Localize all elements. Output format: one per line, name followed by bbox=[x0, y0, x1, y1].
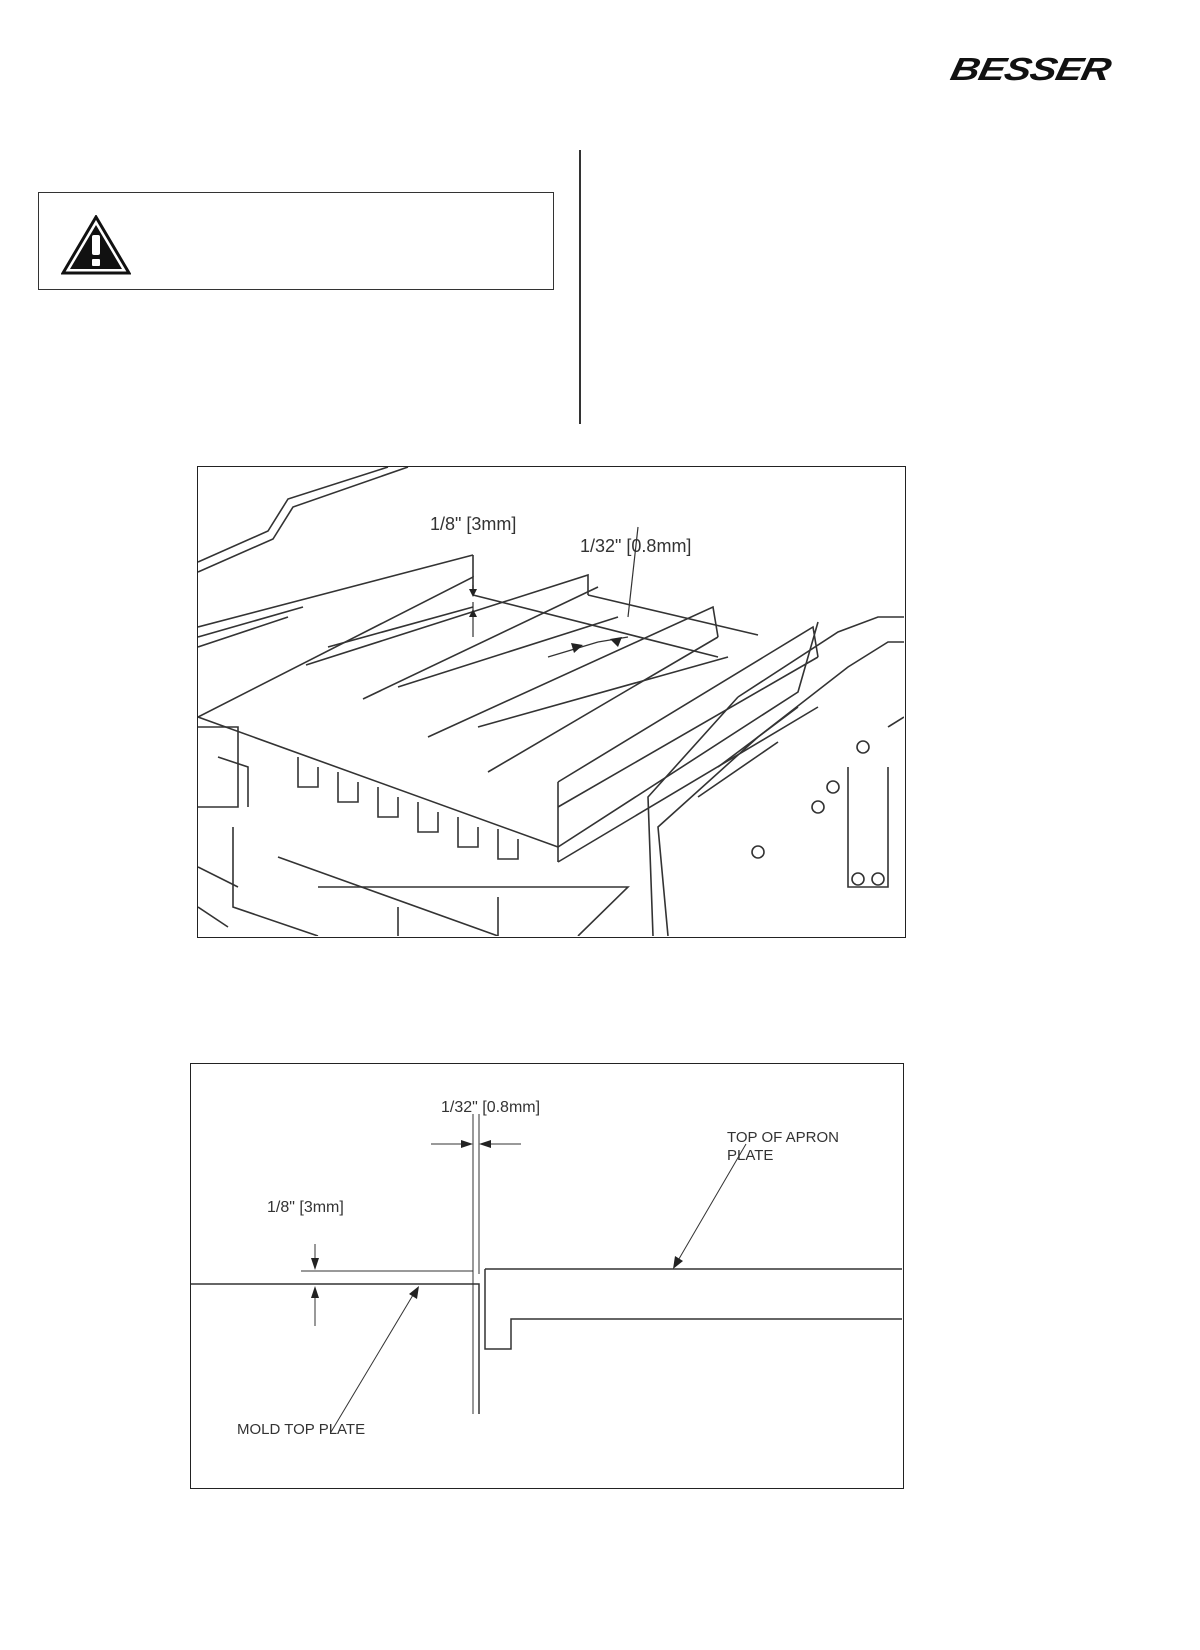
mold-top-plate-label: MOLD TOP PLATE bbox=[237, 1421, 365, 1438]
mold-isometric-figure: 1/8" [3mm] 1/32" [0.8mm] bbox=[197, 466, 906, 938]
mold-isometric-drawing: 1/8" [3mm] 1/32" [0.8mm] bbox=[198, 467, 904, 936]
dim-step-label: 1/8" [3mm] bbox=[267, 1199, 344, 1216]
warning-box bbox=[38, 192, 554, 290]
dim-gap-label: 1/32" [0.8mm] bbox=[441, 1099, 540, 1116]
cross-section-figure: 1/32" [0.8mm] 1/8" [3mm] TOP OF APRON PL… bbox=[190, 1063, 904, 1489]
apron-plate-label: TOP OF APRON bbox=[727, 1129, 839, 1146]
dim-gap-label: 1/32" [0.8mm] bbox=[580, 536, 691, 556]
warning-triangle-icon bbox=[61, 215, 131, 275]
besser-logo: BESSER bbox=[947, 52, 1114, 88]
column-divider bbox=[579, 150, 581, 424]
dim-step-label: 1/8" [3mm] bbox=[430, 514, 516, 534]
cross-section-drawing: 1/32" [0.8mm] 1/8" [3mm] TOP OF APRON PL… bbox=[191, 1099, 902, 1438]
apron-plate-label-line2: PLATE bbox=[727, 1147, 773, 1164]
